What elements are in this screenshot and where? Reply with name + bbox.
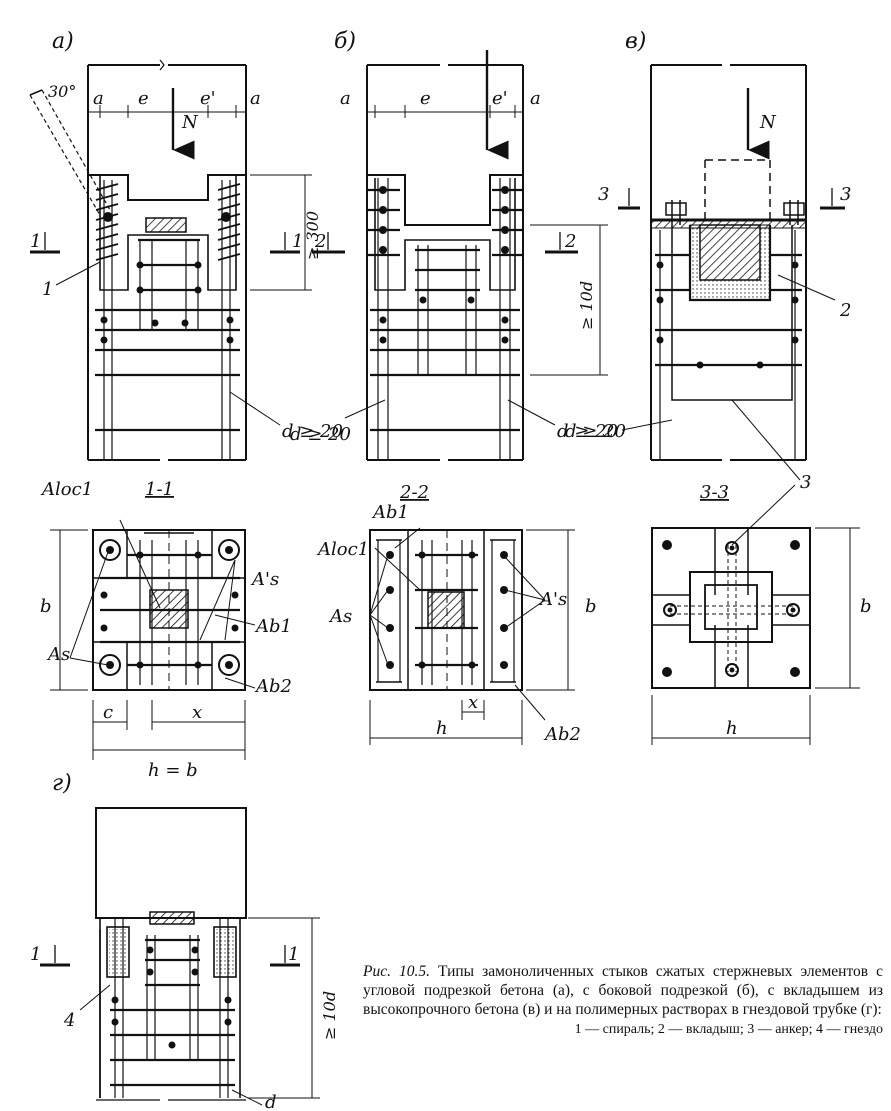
dim-b-3: b xyxy=(860,596,872,617)
section-3-3 xyxy=(651,484,860,745)
force-n-a: N xyxy=(181,112,199,133)
dim-min10d-g: ≥ 10d xyxy=(320,991,339,1040)
section-mark-3-right: 3 xyxy=(840,184,851,205)
dim-e-prime-a: e' xyxy=(200,88,216,109)
dim-min10d-b: ≥ 10d xyxy=(577,281,596,330)
panel-label-b: б) xyxy=(334,29,356,54)
dim-d20-b-right: d ≥ 20 xyxy=(557,421,618,442)
label-as-prime-1: A's xyxy=(250,569,279,590)
panel-label-a: а) xyxy=(52,29,74,54)
dim-x-2: x xyxy=(468,692,478,713)
caption-text: Типы замоноличенных стыков сжатых стержн… xyxy=(363,963,884,1018)
section-mark-2-right: 2 xyxy=(564,231,576,252)
callout-2: 2 xyxy=(839,300,851,321)
label-ab2-1: Ab2 xyxy=(254,676,292,697)
caption-prefix: Рис. 10.5. xyxy=(363,963,430,980)
section-mark-3-left: 3 xyxy=(598,184,609,205)
figure-caption: Рис. 10.5. Типы замоноличенных стыков сж… xyxy=(363,962,883,1039)
dim-d20-a: d ≥ 20 xyxy=(282,421,343,442)
caption-legend: 1 — спираль; 2 — вкладыш; 3 — анкер; 4 —… xyxy=(574,1022,883,1037)
label-as-2: As xyxy=(328,606,352,627)
dim-a-right-a: a xyxy=(250,88,261,109)
angle-label: 30° xyxy=(48,82,76,101)
label-ab1-2: Ab1 xyxy=(371,502,409,523)
panel-label-v: в) xyxy=(625,29,646,54)
dim-d20-v: d ≥ 20 xyxy=(565,421,626,442)
section-mark-1-left-g: 1 xyxy=(30,944,41,965)
label-aloc1-2: Aloc1 xyxy=(316,539,369,560)
panel-b-elevation xyxy=(312,50,608,461)
dim-b-2: b xyxy=(585,596,597,617)
label-as-1: As xyxy=(46,644,70,665)
dim-e-prime-b: e' xyxy=(492,88,508,109)
force-n-v: N xyxy=(759,112,777,133)
dim-e-b: e xyxy=(420,88,431,109)
panel-a-elevation xyxy=(29,59,312,461)
dim-a-right-b: a xyxy=(530,88,541,109)
dim-a-left-a: a xyxy=(93,88,104,109)
section-title-2-2: 2-2 xyxy=(399,482,429,503)
section-title-1-1: 1-1 xyxy=(145,479,174,500)
panel-label-g: г) xyxy=(52,771,72,796)
panel-g-elevation xyxy=(40,807,320,1106)
label-ab1-1: Ab1 xyxy=(254,616,292,637)
dim-a-left-b: a xyxy=(340,88,351,109)
section-title-3-3: 3-3 xyxy=(700,482,729,503)
label-ab2-2: Ab2 xyxy=(543,724,581,745)
dim-c-1: c xyxy=(103,702,113,723)
dim-h-eq-b-1: h = b xyxy=(148,760,198,781)
dim-min300: ≥ 300 xyxy=(303,211,322,260)
label-aloc1-1: Aloc1 xyxy=(40,479,93,500)
section-mark-1-left-a: 1 xyxy=(30,231,41,252)
callout-3: 3 xyxy=(800,472,811,493)
callout-1: 1 xyxy=(42,279,53,300)
dim-b-1: b xyxy=(40,596,52,617)
section-mark-1-right-a: 1 xyxy=(292,231,303,252)
dim-x-1: x xyxy=(192,702,202,723)
section-mark-2-left: 2 xyxy=(314,231,326,252)
section-mark-1-right-g: 1 xyxy=(288,944,299,965)
dim-d20-b-left: d ≥ 20 xyxy=(290,424,351,445)
callout-4: 4 xyxy=(63,1010,75,1031)
dim-d-g: d xyxy=(265,1092,277,1111)
label-as-prime-2: A's xyxy=(538,589,567,610)
dim-e-a: e xyxy=(138,88,149,109)
dim-h-2: h xyxy=(436,718,448,739)
dim-h-3: h xyxy=(726,718,738,739)
section-1-1 xyxy=(50,519,256,760)
